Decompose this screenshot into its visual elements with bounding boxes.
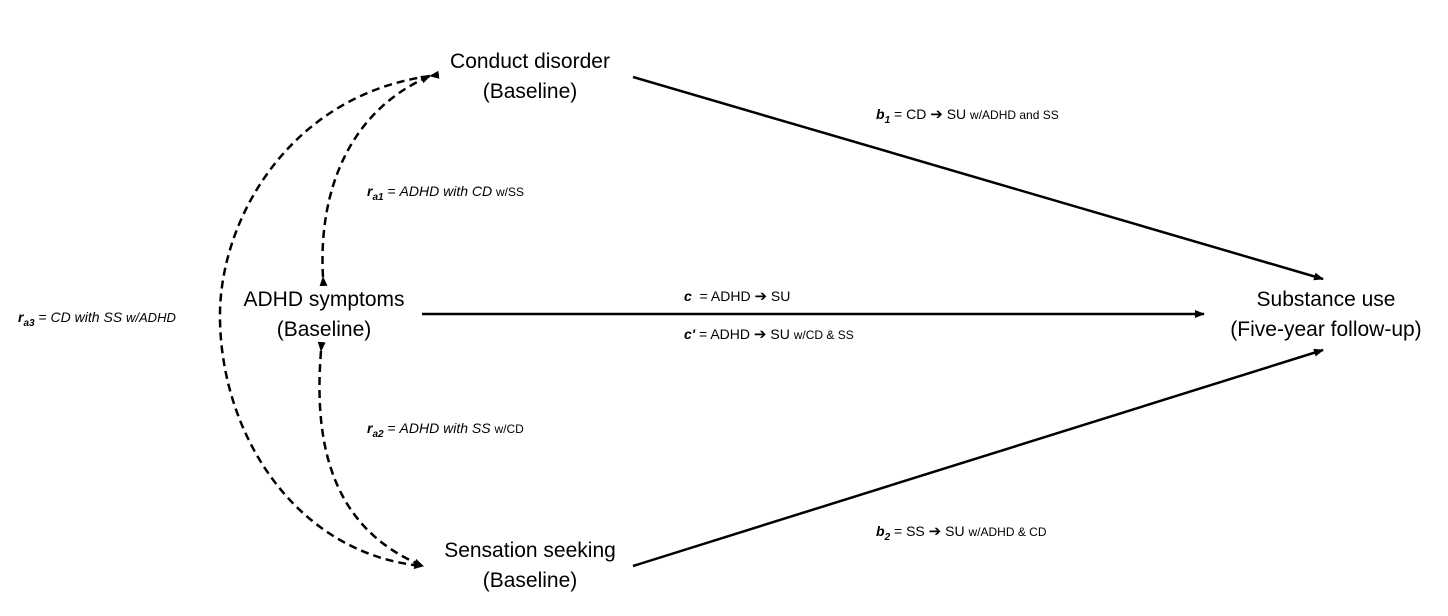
node-substance-use-title: Substance use: [1256, 288, 1396, 311]
node-substance-use-timepoint: (Five-year follow-up): [1230, 318, 1422, 341]
correlation-ra1-curve: [319, 74, 431, 287]
label-ra2: ra2 = ADHD with SS w/CD: [367, 420, 524, 440]
node-conduct-disorder-title: Conduct disorder: [450, 50, 610, 73]
node-adhd-symptoms-title: ADHD symptoms: [243, 288, 405, 311]
label-c-prime-direct-effect: c' = ADHD ➔ SU w/CD & SS: [684, 326, 854, 343]
node-conduct-disorder: Conduct disorder (Baseline): [430, 47, 630, 107]
label-b2: b2 = SS ➔ SU w/ADHD & CD: [876, 523, 1047, 543]
node-adhd-symptoms-timepoint: (Baseline): [276, 318, 372, 341]
label-ra3: ra3 = CD with SS w/ADHD: [18, 309, 176, 329]
node-substance-use: Substance use (Five-year follow-up): [1214, 285, 1438, 345]
label-ra1: ra1 = ADHD with CD w/SS: [367, 183, 525, 203]
node-conduct-disorder-timepoint: (Baseline): [482, 80, 578, 103]
correlation-ra2-curve: [317, 341, 424, 568]
node-sensation-seeking-timepoint: (Baseline): [482, 569, 578, 592]
correlation-ra3-curve: [218, 70, 440, 570]
label-b1: b1 = CD ➔ SU w/ADHD and SS: [876, 106, 1059, 126]
node-sensation-seeking-title: Sensation seeking: [444, 539, 616, 562]
node-sensation-seeking: Sensation seeking (Baseline): [420, 536, 640, 596]
node-adhd-symptoms: ADHD symptoms (Baseline): [224, 285, 424, 345]
path-b2-arrow: [632, 348, 1324, 568]
label-c-total-effect: c = ADHD ➔ SU: [684, 288, 791, 305]
path-b1-arrow: [632, 75, 1324, 281]
